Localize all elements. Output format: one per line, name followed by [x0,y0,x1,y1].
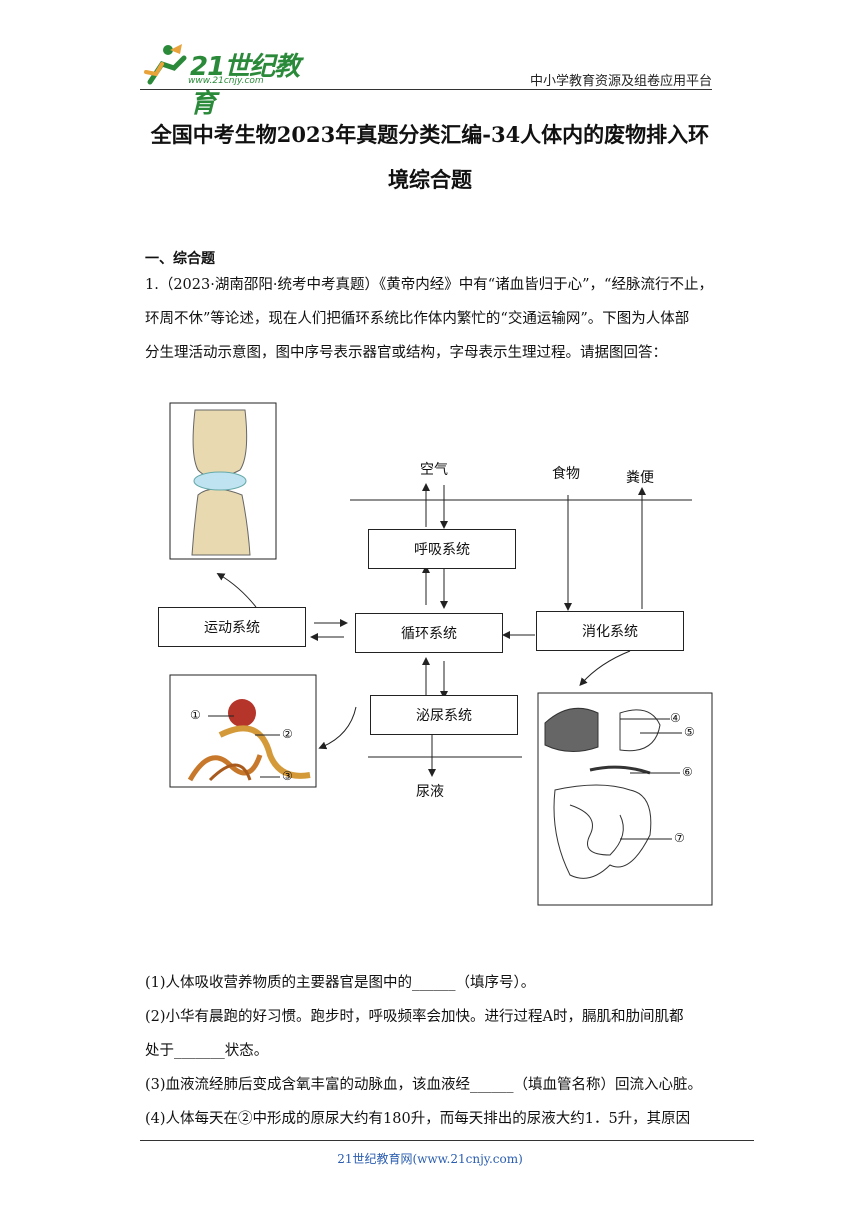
air-label: 空气 [420,459,448,479]
question-line3: 分生理活动示意图，图中序号表示器官或结构，字母表示生理过程。请据图回答： [145,336,667,370]
footer-divider [140,1140,754,1141]
subquestion-4: (4)人体每天在②中形成的原尿大约有180升，而每天排出的尿液大约1．5升，其原… [145,1102,690,1136]
page-title-line1: 全国中考生物2023年真题分类汇编-34人体内的废物排入环 [110,112,750,158]
label-2: ② [282,727,293,741]
runner-logo-icon [140,42,190,92]
label-5: ⑤ [684,725,695,739]
label-1: ① [190,708,201,722]
subquestion-2a: (2)小华有晨跑的好习惯。跑步时，呼吸频率会加快。进行过程A时，膈肌和肋间肌都 [145,1000,684,1034]
label-6: ⑥ [682,765,693,779]
label-3: ③ [282,769,293,783]
urine-label: 尿液 [416,781,444,801]
physiology-diagram: 空气 食物 粪便 呼吸系统 运动系统 循环系统 消化系统 泌尿系统 尿液 ① ②… [150,395,730,915]
motor-system-box: 运动系统 [158,607,306,647]
question-line2: 环周不休”等论述，现在人们把循环系统比作体内繁忙的“交通运输网”。下图为人体部 [145,302,689,336]
section-heading: 一、综合题 [145,248,215,268]
label-7: ⑦ [674,831,685,845]
urinary-system-box: 泌尿系统 [370,695,518,735]
subquestion-2b: 处于_______状态。 [145,1034,268,1068]
digestive-system-box: 消化系统 [536,611,684,651]
subquestion-3: (3)血液流经肺后变成含氧丰富的动脉血，该血液经______（填血管名称）回流入… [145,1068,702,1102]
site-logo: 21世纪教育 www.21cnjy.com [140,40,310,95]
subquestion-1: (1)人体吸收营养物质的主要器官是图中的______（填序号）。 [145,966,535,1000]
circulatory-system-box: 循环系统 [355,613,503,653]
platform-label: 中小学教育资源及组卷应用平台 [530,70,712,89]
footer-link[interactable]: 21世纪教育网(www.21cnjy.com) [0,1150,860,1167]
logo-url: www.21cnjy.com [188,76,264,86]
food-label: 食物 [552,463,580,483]
respiratory-system-box: 呼吸系统 [368,529,516,569]
header-divider [140,89,712,90]
page-title-line2: 境综合题 [110,157,750,203]
feces-label: 粪便 [626,467,654,487]
question-line1: 1.（2023·湖南邵阳·统考中考真题）《黄帝内经》中有“诸血皆归于心”，“经脉… [145,268,713,302]
label-4: ④ [670,711,681,725]
